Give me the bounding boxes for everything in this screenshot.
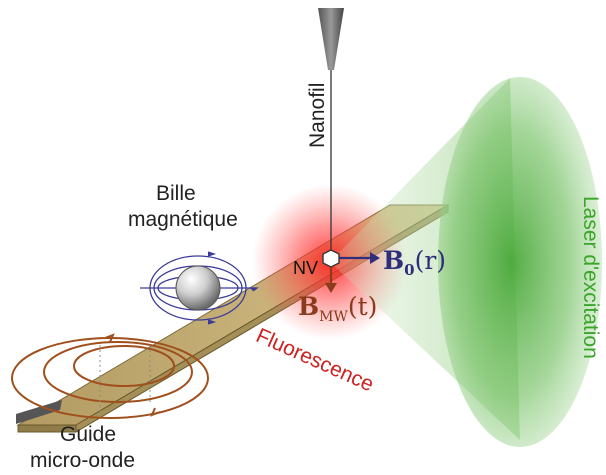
bmw-arrow [325,267,337,293]
bmw-label: BMW(t) [298,292,377,325]
b0-sub: 0 [404,261,415,279]
nanowire [318,8,344,258]
nv-center [322,249,340,268]
bmw-sub: MW [319,309,348,325]
magnetic-bead [175,265,221,311]
bille-label-line1: Bille [156,182,196,205]
microwave-field-loops [11,333,209,419]
bmw-arg: (t) [347,292,378,321]
b0-arg: (r) [414,246,447,275]
bmw-main: B [298,292,320,321]
guide-label-line2: micro-onde [30,449,136,472]
b0-main: B [383,246,405,275]
nv-label: NV [293,258,319,278]
laser-cone [330,77,602,447]
laser-label: Laser d'excitation [579,196,602,359]
microwave-dotted-lines [99,340,151,412]
b0-label: B0(r) [383,246,446,279]
nanofil-label: Nanofil [306,82,329,148]
bille-label-line2: magnétique [128,208,238,231]
b0-arrow [339,252,380,264]
guide-label-line1: Guide [60,423,117,446]
